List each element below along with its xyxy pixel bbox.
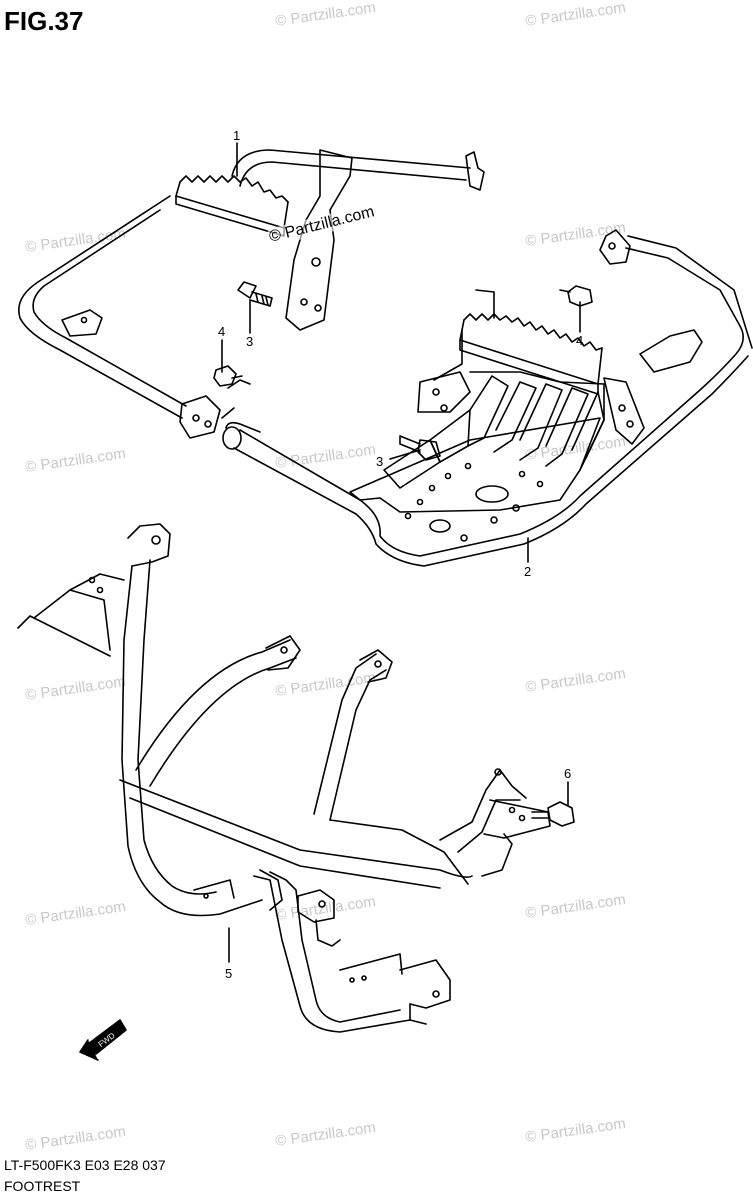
callout-4b: 4 <box>576 333 583 348</box>
callout-1: 1 <box>233 128 240 143</box>
bolt-3-left <box>237 281 273 307</box>
figure-title: FIG.37 <box>4 6 84 36</box>
left-footrest-frame <box>18 149 485 439</box>
callout-2: 2 <box>524 564 531 579</box>
callout-3b: 3 <box>376 454 383 469</box>
callout-3a: 3 <box>246 334 253 349</box>
nut-4-right <box>559 285 593 307</box>
leader-line-3b <box>389 449 421 460</box>
callout-6: 6 <box>564 766 571 781</box>
callout-4a: 4 <box>218 324 225 339</box>
nut-4-left <box>213 365 251 389</box>
bolt-6 <box>531 801 575 827</box>
diagram-code: LT-F500FK3 E03 E28 037 <box>4 1157 166 1173</box>
right-footrest-guard <box>222 229 753 567</box>
diagram-name: FOOTREST <box>4 1178 81 1194</box>
forward-arrow-icon <box>79 1019 127 1061</box>
front-guard-frame <box>17 523 551 1033</box>
callout-5: 5 <box>225 966 232 981</box>
